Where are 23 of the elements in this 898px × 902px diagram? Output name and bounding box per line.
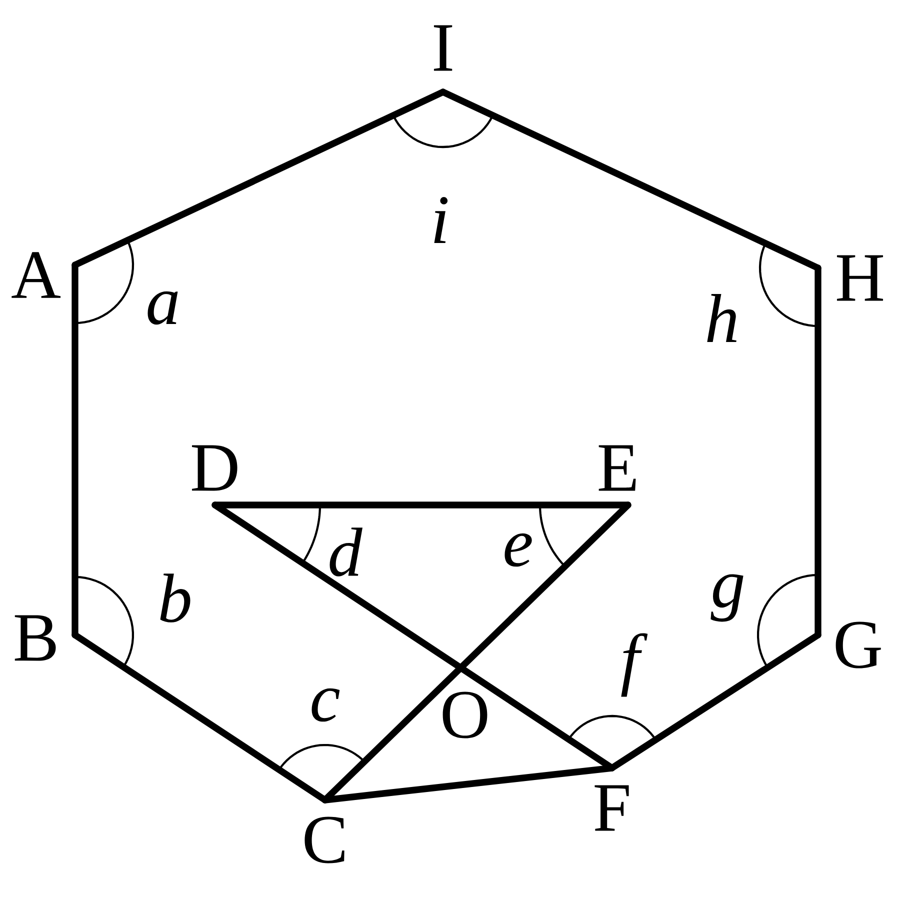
angle-label: c <box>312 688 340 722</box>
angle-label: g <box>710 574 744 622</box>
angle-label: e <box>504 533 532 567</box>
point-label: E <box>598 445 636 491</box>
line-segment <box>212 502 616 772</box>
point-label: C <box>304 816 344 864</box>
line-segment <box>440 88 822 272</box>
point-label: D <box>192 445 238 491</box>
angle-label: h <box>707 294 736 342</box>
line-segment <box>322 502 632 804</box>
angle-label: b <box>160 574 190 622</box>
point-label: F <box>594 785 629 831</box>
point-label: I <box>434 25 452 71</box>
angle-label: f <box>621 633 648 697</box>
line-segment <box>72 262 78 638</box>
angle-label: i <box>434 197 448 243</box>
point-label: H <box>836 255 884 301</box>
point-label: B <box>14 615 56 661</box>
angle-label: a <box>148 291 178 325</box>
angle-label: d <box>330 528 362 576</box>
point-label: A <box>12 252 61 298</box>
point-label: G <box>836 622 881 668</box>
point-label: O <box>442 692 488 738</box>
